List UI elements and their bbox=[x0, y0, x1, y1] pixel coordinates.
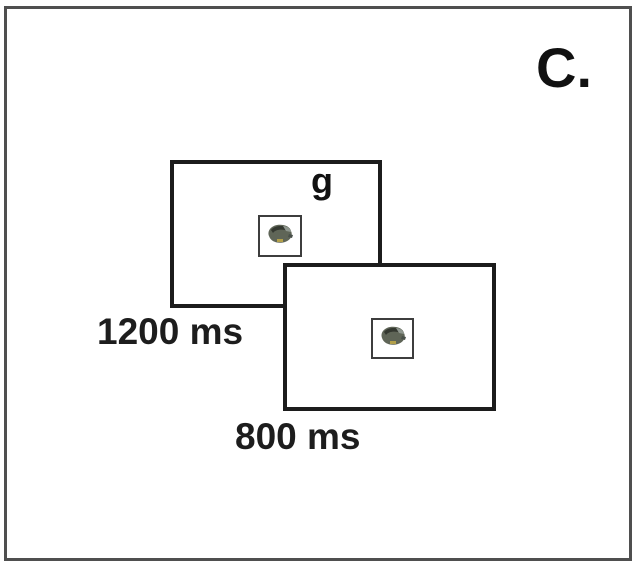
letter-cue: g bbox=[311, 160, 333, 201]
test-stimulus-frame bbox=[371, 318, 414, 359]
study-duration-label: 1200 ms bbox=[97, 311, 244, 352]
stimulus-picture-icon bbox=[378, 324, 408, 353]
stimulus-picture-icon bbox=[265, 222, 295, 251]
study-stimulus-frame bbox=[258, 215, 302, 257]
panel-label: C. bbox=[536, 36, 592, 99]
test-duration-label: 800 ms bbox=[235, 416, 361, 457]
